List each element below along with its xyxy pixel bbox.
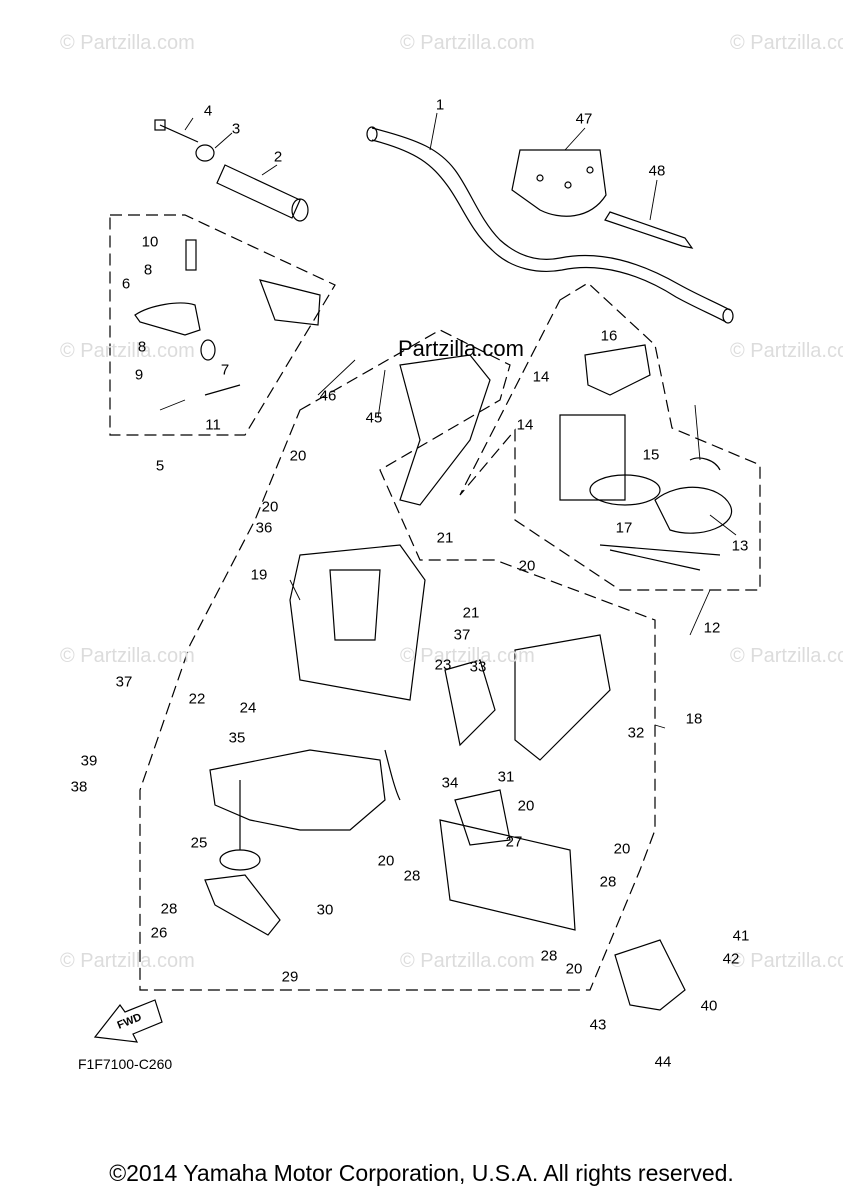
callout-label: 29 xyxy=(281,968,299,986)
callout-label: 3 xyxy=(231,120,241,138)
callout-label: 48 xyxy=(648,162,666,180)
watermark: © Partzilla.com xyxy=(730,950,843,972)
callout-label: 32 xyxy=(627,724,645,742)
callout-label: 7 xyxy=(220,361,230,379)
switch-assembly-outline xyxy=(459,282,761,591)
callout-label: 11 xyxy=(205,416,221,434)
copyright-notice: ©2014 Yamaha Motor Corporation, U.S.A. A… xyxy=(109,1160,734,1186)
callout-label: 22 xyxy=(188,690,206,708)
handlebar-pad xyxy=(511,149,607,217)
watermark: © Partzilla.com xyxy=(60,32,195,54)
fwd-label: FWD xyxy=(116,1011,144,1032)
watermark: © Partzilla.com xyxy=(730,645,843,667)
switch-housing xyxy=(559,344,733,571)
callout-label: 18 xyxy=(685,710,703,728)
callout-label: 20 xyxy=(289,447,307,465)
callout-label: 20 xyxy=(613,840,631,858)
handlebar xyxy=(366,126,734,324)
callout-label: 4 xyxy=(203,102,213,120)
callout-label: 37 xyxy=(453,626,471,644)
callout-label: 2 xyxy=(273,148,283,166)
callout-label: 8 xyxy=(143,261,153,279)
throttle-assembly-outline xyxy=(109,214,336,436)
callout-label: 20 xyxy=(377,852,395,870)
callout-label: 21 xyxy=(462,604,480,622)
callout-label: 37 xyxy=(115,673,133,691)
callout-label: 41 xyxy=(732,927,750,945)
diagram-code: F1F7100-C260 xyxy=(78,1056,173,1072)
callout-label: 10 xyxy=(141,233,159,251)
watermark: © Partzilla.com xyxy=(60,645,195,667)
callout-label: 13 xyxy=(731,537,749,555)
pad-strap xyxy=(604,211,694,249)
lower-bracket xyxy=(204,634,686,1011)
callout-label: 27 xyxy=(505,833,523,851)
callout-label: 9 xyxy=(134,366,144,384)
callout-label: 14 xyxy=(532,368,550,386)
center-watermark: Partzilla.com xyxy=(398,336,524,361)
callout-label: 17 xyxy=(615,519,633,537)
steering-column xyxy=(209,354,491,871)
callout-label: 8 xyxy=(137,338,147,356)
watermark: © Partzilla.com xyxy=(400,32,535,54)
watermark: © Partzilla.com xyxy=(400,645,535,667)
callout-label: 20 xyxy=(517,797,535,815)
callout-label: 26 xyxy=(150,924,168,942)
callout-label: 43 xyxy=(589,1016,607,1034)
fwd-arrow xyxy=(93,999,163,1043)
callout-label: 45 xyxy=(365,409,383,427)
leader-lines xyxy=(159,112,737,729)
callout-label: 44 xyxy=(654,1053,672,1071)
callout-label: 28 xyxy=(403,867,421,885)
watermark: © Partzilla.com xyxy=(730,340,843,362)
callout-label: 20 xyxy=(261,498,279,516)
callout-label: 20 xyxy=(565,960,583,978)
throttle-lever xyxy=(134,239,321,396)
callout-label: 15 xyxy=(642,446,660,464)
callout-label: 16 xyxy=(600,327,618,345)
callout-label: 12 xyxy=(703,619,721,637)
callout-label: 19 xyxy=(250,566,268,584)
watermark: © Partzilla.com xyxy=(60,340,195,362)
callout-label: 47 xyxy=(575,110,593,128)
callout-label: 1 xyxy=(435,96,445,114)
callout-label: 40 xyxy=(700,997,718,1015)
callout-label: 46 xyxy=(319,387,337,405)
callout-label: 14 xyxy=(516,416,534,434)
handle-grip xyxy=(154,119,309,222)
callout-label: 24 xyxy=(239,699,257,717)
callout-label: 25 xyxy=(190,834,208,852)
callout-label: 5 xyxy=(155,457,165,475)
callout-label: 34 xyxy=(441,774,459,792)
callout-label: 30 xyxy=(316,901,334,919)
callout-label: 21 xyxy=(436,529,454,547)
callout-label: 28 xyxy=(599,873,617,891)
callout-label: 6 xyxy=(121,275,131,293)
callout-label: 38 xyxy=(70,778,88,796)
callout-label: 35 xyxy=(228,729,246,747)
watermark: © Partzilla.com xyxy=(730,32,843,54)
watermark: © Partzilla.com xyxy=(60,950,195,972)
callout-label: 23 xyxy=(434,656,452,674)
callout-label: 36 xyxy=(255,519,273,537)
callout-label: 39 xyxy=(80,752,98,770)
watermark: © Partzilla.com xyxy=(400,950,535,972)
callout-label: 28 xyxy=(540,947,558,965)
callout-label: 42 xyxy=(722,950,740,968)
callout-label: 28 xyxy=(160,900,178,918)
callout-label: 31 xyxy=(497,768,515,786)
callout-label: 20 xyxy=(518,557,536,575)
callout-label: 33 xyxy=(469,658,487,676)
